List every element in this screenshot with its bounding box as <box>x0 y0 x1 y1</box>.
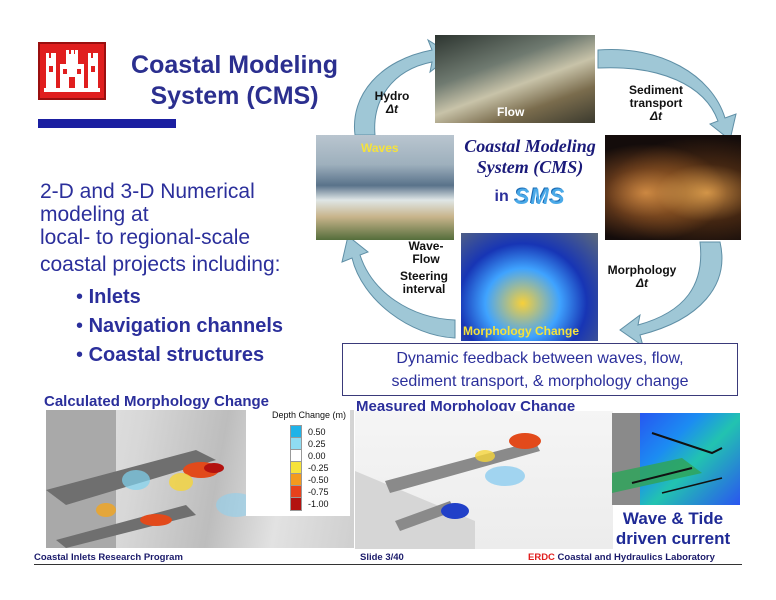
arrow-morphology <box>619 241 723 348</box>
morphology-change-label: Morphology Change <box>463 324 579 338</box>
steering-text-1: Steering <box>399 269 448 283</box>
current-vector-map <box>612 413 723 505</box>
wave-tide-caption: Wave & Tide driven current <box>600 509 746 549</box>
morphology-dt: Δt <box>635 276 649 290</box>
sediment-transport-label: Sediment transport Δt <box>616 84 696 123</box>
legend-label: 0.25 <box>308 439 326 449</box>
intro-text: 2-D and 3-D Numerical modeling at local-… <box>40 180 340 276</box>
cms-center-title-1: Coastal Modeling <box>464 136 596 156</box>
cms-center-box: Coastal Modeling System (CMS) in SMS <box>456 134 604 232</box>
steering-interval-label: Steering interval <box>392 270 456 296</box>
feedback-box: Dynamic feedback between waves, flow, se… <box>342 343 738 396</box>
depth-change-legend: Depth Change (m) 0.50 0.25 0.00 -0.25 -0.50 -… <box>246 410 350 516</box>
legend-entry: 0.25 <box>290 437 350 451</box>
title-underline-bar <box>38 119 176 128</box>
legend-entry: -1.00 <box>290 497 350 511</box>
waveflow-text-2: Flow <box>412 252 440 266</box>
bullet-coastal-structures: Coastal structures <box>76 341 283 370</box>
footer-program: Coastal Inlets Research Program <box>34 552 183 563</box>
waves-label: Waves <box>361 141 399 155</box>
intro-line-1: 2-D and 3-D Numerical <box>40 180 255 203</box>
sms-in-label: in <box>494 188 509 205</box>
measured-morphology-title: Measured Morphology Change <box>356 398 576 415</box>
waveflow-text-1: Wave- <box>408 239 444 253</box>
footer-divider <box>34 564 742 565</box>
legend-title: Depth Change (m) <box>271 410 346 420</box>
footer-lab-name: Coastal and Hydraulics Laboratory <box>554 552 715 563</box>
legend-label: -0.75 <box>308 487 329 497</box>
feedback-line-1: Dynamic feedback between waves, flow, <box>396 350 684 367</box>
hydro-label: Hydro Δt <box>362 90 422 116</box>
morphology-change-image: Morphology Change <box>461 233 598 341</box>
hydro-dt: Δt <box>385 102 399 116</box>
legend-label: -0.50 <box>308 475 329 485</box>
waves-image: Waves <box>316 135 454 240</box>
legend-label: -1.00 <box>308 499 329 509</box>
hydro-text: Hydro <box>374 89 410 103</box>
footer-lab: ERDC Coastal and Hydraulics Laboratory <box>528 552 715 563</box>
wave-tide-line-1: Wave & Tide <box>622 509 724 528</box>
flow-label: Flow <box>497 105 525 119</box>
bullet-list: Inlets Navigation channels Coastal struc… <box>76 283 284 370</box>
legend-swatch <box>290 497 302 511</box>
sediment-text-2: transport <box>629 96 683 110</box>
bullet-navigation-channels: Navigation channels <box>76 312 284 341</box>
footer-slide-number: Slide 3/40 <box>360 552 404 563</box>
morphology-label: Morphology Δt <box>600 264 684 290</box>
flow-image: Flow <box>435 35 595 123</box>
calculated-morphology-title: Calculated Morphology Change <box>44 393 270 410</box>
measured-morphology-image <box>355 411 613 549</box>
bullet-inlets: Inlets <box>76 283 283 312</box>
sediment-text-1: Sediment <box>628 83 683 97</box>
page-title: Coastal Modeling System (CMS) <box>112 50 357 112</box>
feedback-line-2: sediment transport, & morphology change <box>391 373 689 390</box>
legend-label: 0.50 <box>308 427 326 437</box>
usace-castle-logo <box>38 42 106 100</box>
wave-flow-label: Wave- Flow <box>396 240 456 266</box>
wave-tide-current-image <box>612 413 740 505</box>
sediment-dt: Δt <box>649 109 663 123</box>
title-line-2: System (CMS) <box>150 82 319 110</box>
footer-erdc: ERDC <box>528 552 555 563</box>
legend-label: -0.25 <box>308 463 329 473</box>
measured-morphology-map <box>355 433 541 549</box>
legend-label: 0.00 <box>308 451 326 461</box>
wave-tide-line-2: driven current <box>615 529 731 548</box>
sms-logo: SMS <box>514 184 566 209</box>
intro-line-3: local- to regional-scale <box>40 226 251 249</box>
intro-line-4: coastal projects including: <box>40 253 281 276</box>
morphology-text: Morphology <box>607 263 677 277</box>
castle-icon <box>44 50 100 92</box>
cms-center-title-2: System (CMS) <box>476 157 584 177</box>
steering-text-2: interval <box>402 282 446 296</box>
intro-line-2: modeling at <box>40 203 149 226</box>
title-line-1: Coastal Modeling <box>131 51 338 79</box>
sediment-transport-image <box>605 135 741 240</box>
